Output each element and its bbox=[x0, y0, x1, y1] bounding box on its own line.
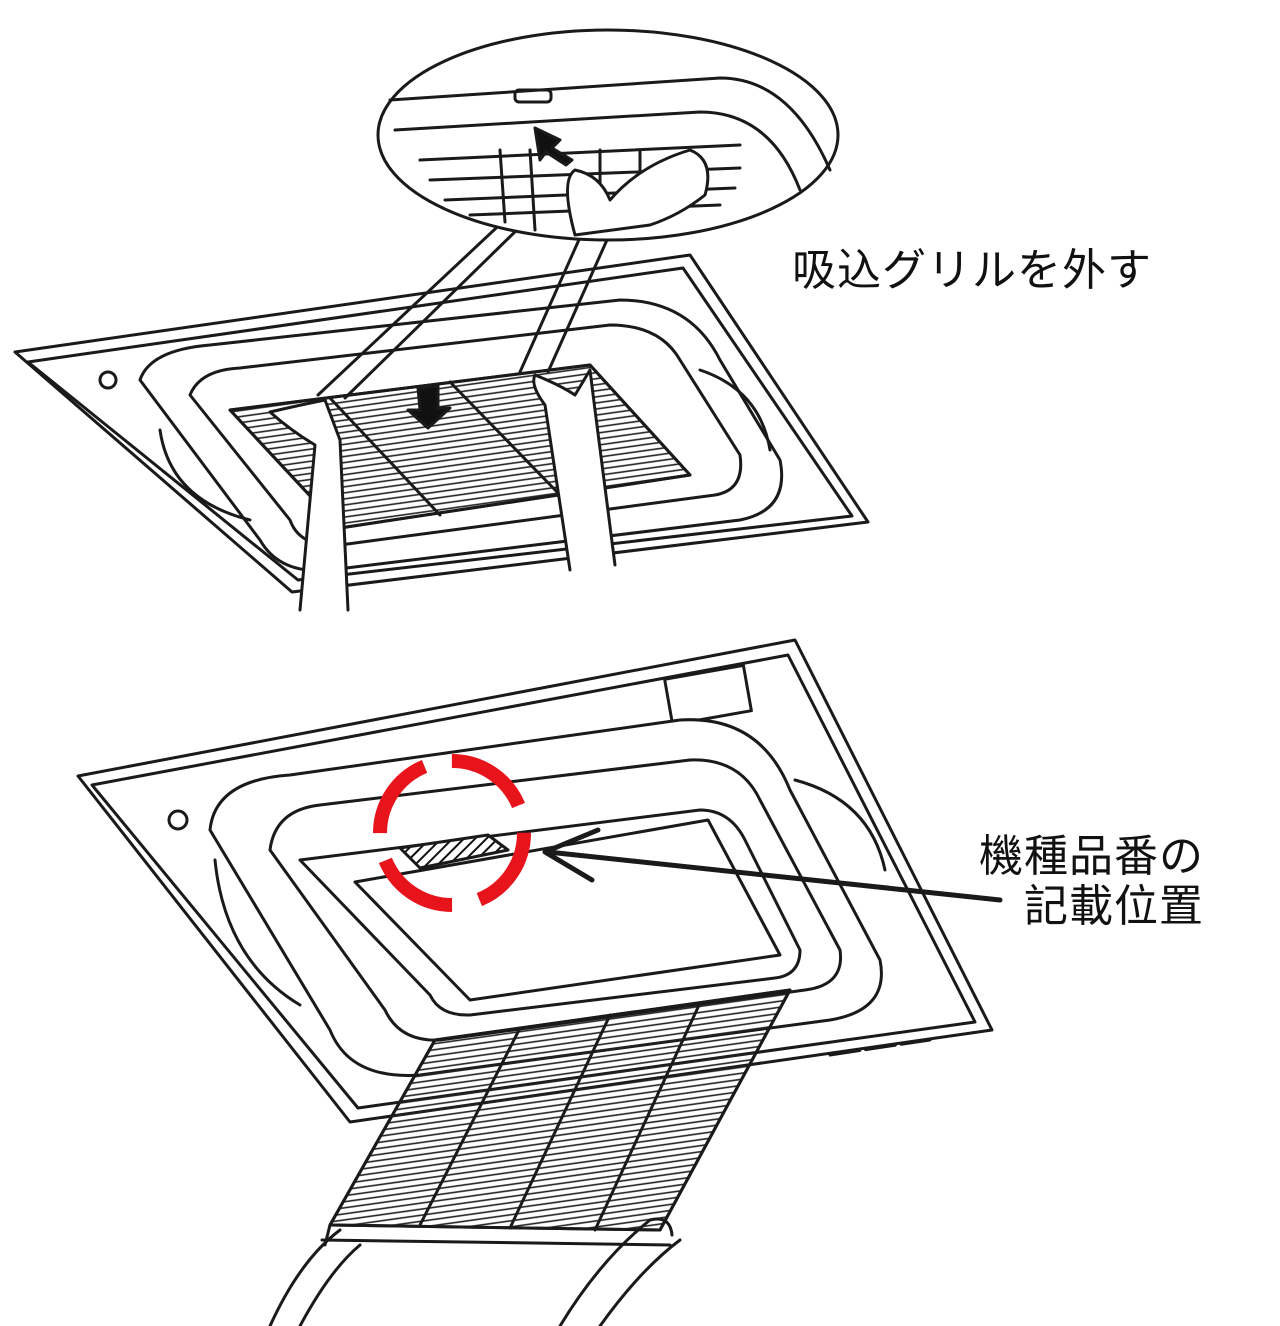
model-number-location-label: 機種品番の 記載位置 bbox=[968, 832, 1204, 932]
bottom-ceiling-unit bbox=[76, 638, 994, 1326]
model-number-label-line2: 記載位置 bbox=[1024, 881, 1204, 932]
remove-grille-label: 吸込グリルを外す bbox=[792, 245, 1152, 296]
model-number-label-line1: 機種品番の bbox=[979, 831, 1204, 882]
highlight-circle bbox=[373, 754, 531, 912]
top-ceiling-unit bbox=[13, 213, 870, 612]
pointer-arrow bbox=[542, 827, 1003, 903]
magnifier-detail bbox=[376, 28, 840, 242]
